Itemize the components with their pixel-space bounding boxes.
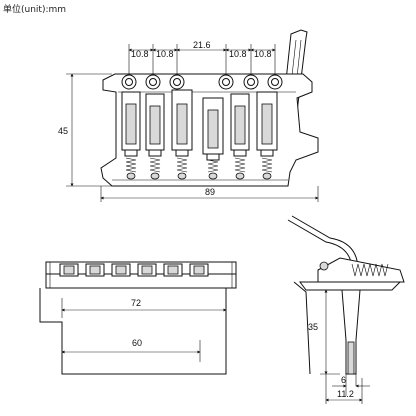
dim-spacing-5: 10.8 (254, 49, 272, 59)
top-dimension-lines (128, 44, 276, 78)
dim-spacing-4: 10.8 (229, 49, 247, 59)
saddle-row (59, 263, 209, 277)
saddle-3 (169, 74, 193, 180)
dim-spacing-center: 21.6 (193, 40, 211, 50)
saddle-4 (202, 74, 234, 180)
saddle-1 (121, 74, 141, 180)
unit-note: 单位(unit):mm (3, 5, 67, 15)
dim-spacing-1: 10.8 (131, 49, 149, 59)
dim-post-width: 6 (341, 375, 346, 385)
dim-width: 89 (205, 187, 215, 197)
profile-view: 35 6 11.2 (287, 215, 405, 404)
dim-post-height: 35 (308, 322, 318, 332)
dim-height: 45 (58, 126, 68, 136)
saddle-5 (230, 74, 259, 180)
saddle-2 (145, 74, 165, 180)
dim-spacing-2: 10.8 (156, 49, 174, 59)
dim-base-width: 11.2 (337, 389, 354, 399)
dim-length-lower: 60 (132, 338, 142, 348)
side-view: 72 60 (39, 261, 237, 375)
dim-length-upper: 72 (131, 298, 141, 308)
front-view: 10.8 10.8 21.6 10.8 10.8 45 89 (58, 29, 319, 202)
saddle-6 (256, 74, 283, 180)
